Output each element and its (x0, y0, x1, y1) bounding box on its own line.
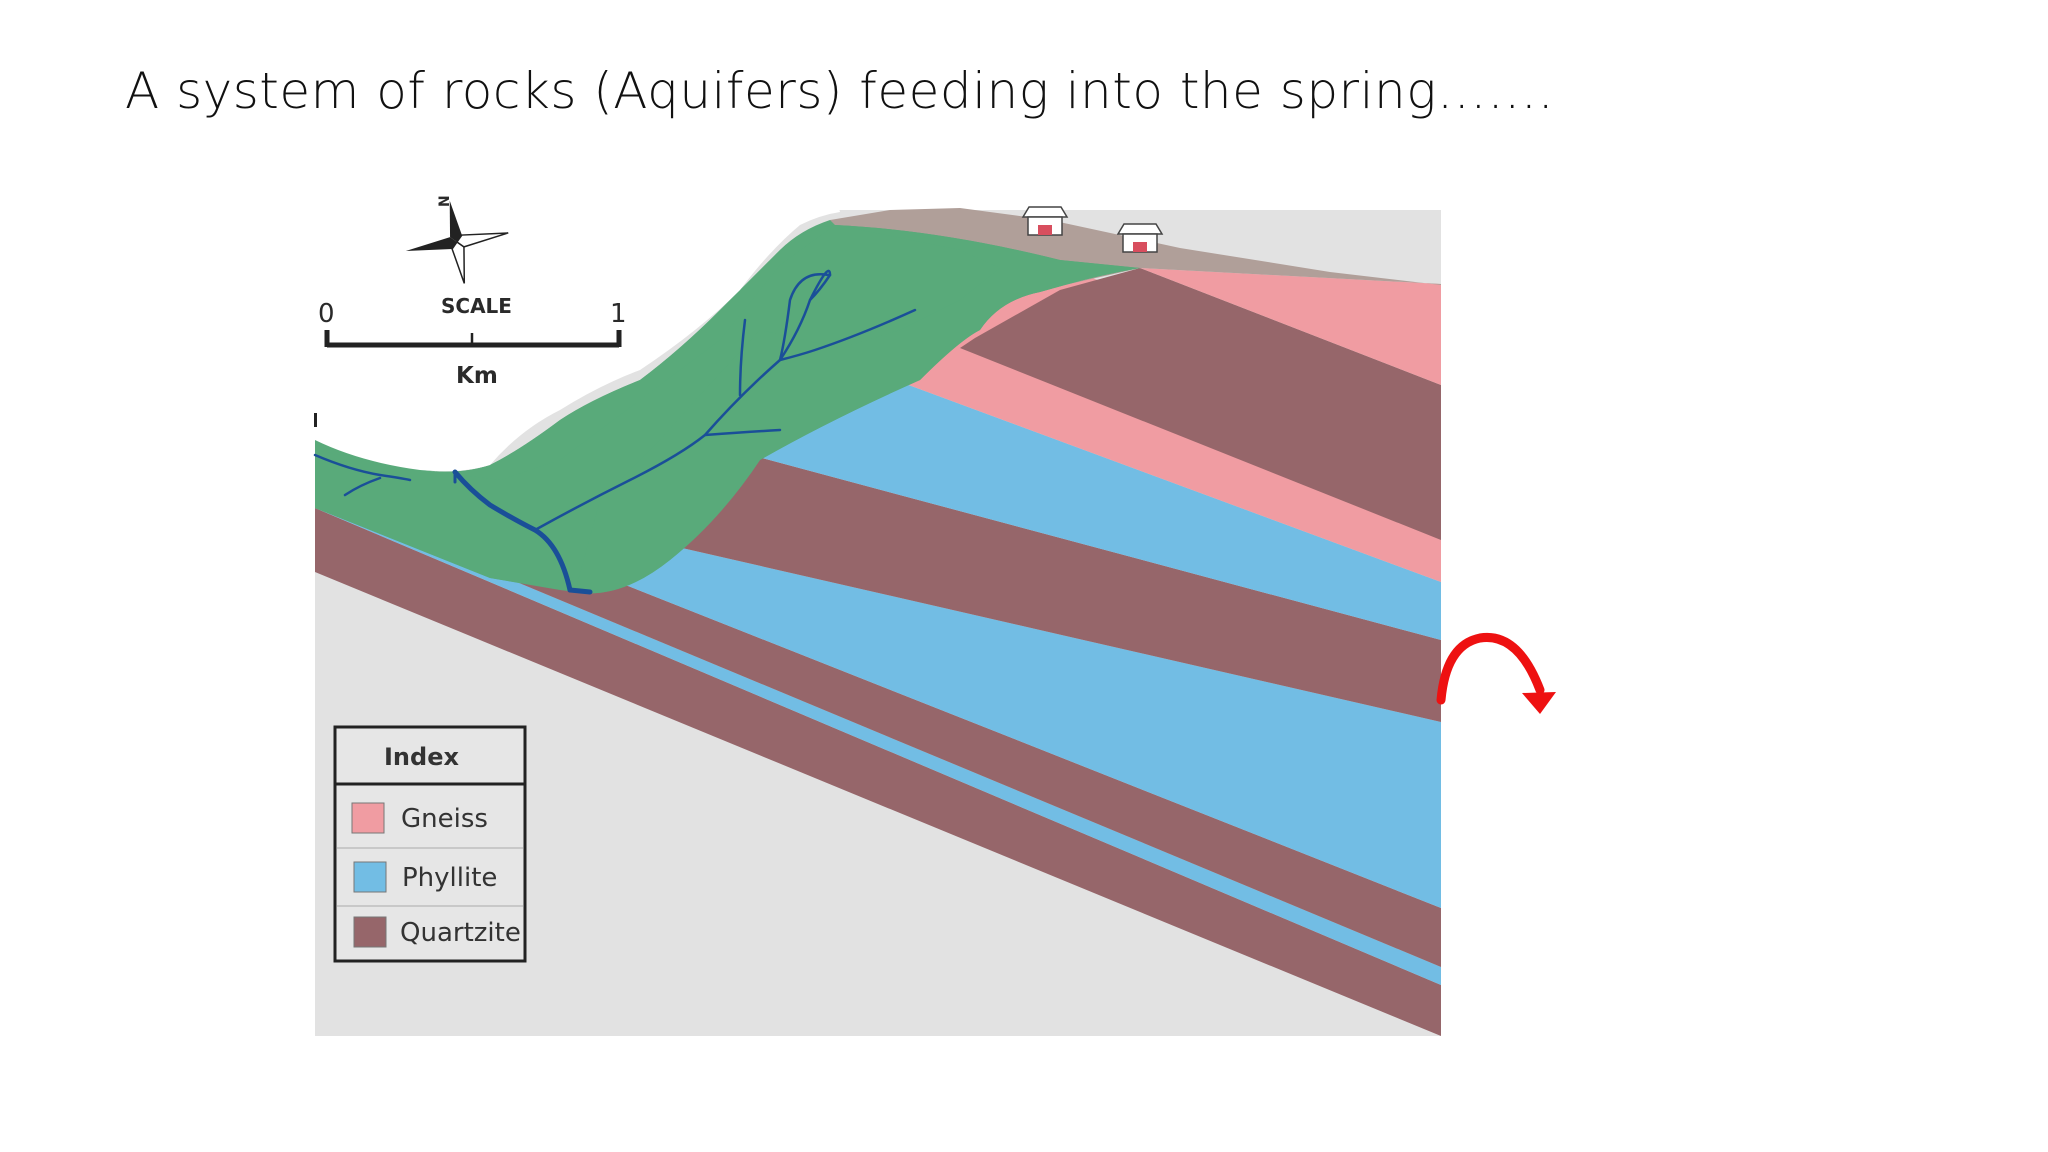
legend-label-quartzite: Quartzite (400, 918, 521, 948)
legend-swatch-phyllite (353, 861, 387, 893)
house-icon (1021, 206, 1069, 236)
scale-bar (324, 330, 622, 348)
house-icon (1116, 223, 1164, 253)
edge-tick (314, 413, 317, 427)
scale-title: SCALE (441, 294, 512, 318)
slide-title: A system of rocks (Aquifers) feeding int… (125, 62, 1555, 120)
stratum-quartzite-middle (560, 420, 1441, 722)
legend-label-phyllite: Phyllite (402, 863, 497, 893)
stratum-quartzite-bottom (315, 508, 1441, 1036)
stratum-quartzite-upper-band (960, 268, 1441, 540)
legend-swatch-quartzite (353, 916, 387, 948)
stratum-gneiss-top (1140, 268, 1441, 385)
compass-rose-icon (405, 200, 509, 284)
scale-start-label: 0 (318, 299, 335, 329)
legend-title: Index (384, 743, 459, 771)
scale-end-label: 1 (610, 299, 627, 329)
legend-label-gneiss: Gneiss (401, 804, 488, 834)
stratum-phyllite-thin (315, 498, 1441, 985)
legend (333, 725, 527, 963)
scale-unit: Km (456, 363, 498, 389)
compass-north-label: N (437, 195, 453, 207)
river-network (313, 269, 917, 595)
curved-arrow-icon (1436, 632, 1556, 714)
legend-swatch-gneiss (351, 802, 385, 834)
